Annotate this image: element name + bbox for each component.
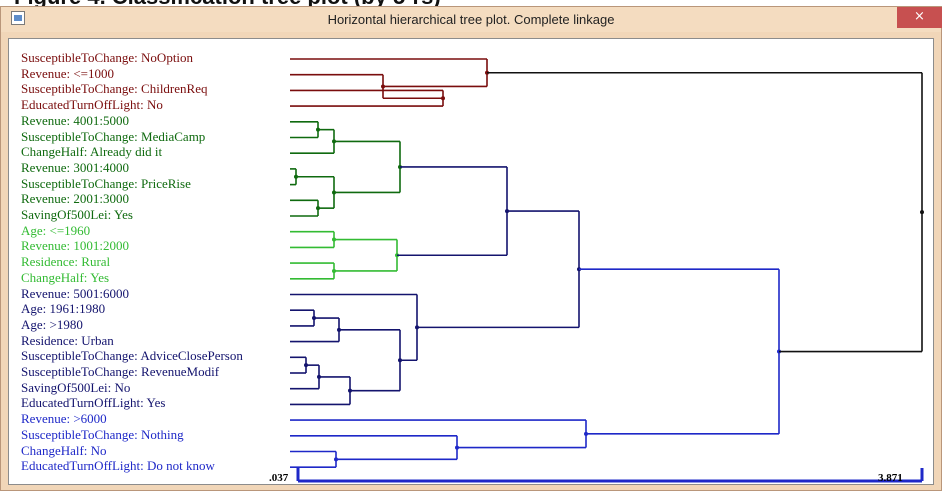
leaf-label: Residence: Urban: [21, 332, 114, 348]
leaf-label: SusceptibleToChange: AdviceClosePerson: [21, 348, 243, 364]
leaf-label: ChangeHalf: Already did it: [21, 144, 163, 160]
leaf-label: Revenue: 4001:5000: [21, 112, 129, 128]
leaf-label: ChangeHalf: Yes: [21, 269, 110, 285]
leaf-label: Revenue: 2001:3000: [21, 191, 129, 207]
leaf-label: SusceptibleToChange: ChildrenReq: [21, 81, 208, 97]
scale-max-label: 3.871: [878, 472, 903, 484]
leaf-label: SusceptibleToChange: Nothing: [21, 426, 184, 442]
window-title: Horizontal hierarchical tree plot. Compl…: [327, 12, 615, 27]
java-icon[interactable]: [11, 11, 25, 25]
leaf-label: Revenue: 5001:6000: [21, 285, 129, 301]
leaf-label: ChangeHalf: No: [21, 442, 107, 458]
merge-node: [920, 210, 924, 215]
leaf-label: SusceptibleToChange: MediaCamp: [21, 128, 206, 144]
leaf-label: SavingOf500Lei: No: [21, 379, 131, 395]
dendrogram-svg: [290, 58, 924, 483]
leaf-label: SusceptibleToChange: PriceRise: [21, 175, 191, 191]
leaf-label: Revenue: <=1000: [21, 65, 115, 81]
leaf-label: EducatedTurnOffLight: Do not know: [21, 458, 215, 474]
leaf-label: Age: <=1960: [21, 222, 91, 238]
leaf-label: Revenue: 3001:4000: [21, 159, 129, 175]
leaf-label: EducatedTurnOffLight: No: [21, 97, 163, 113]
window-titlebar[interactable]: Horizontal hierarchical tree plot. Compl…: [1, 7, 942, 32]
leaf-label: Age: 1961:1980: [21, 301, 106, 317]
scale-min-label: .037: [269, 472, 289, 484]
leaf-label: SusceptibleToChange: RevenueModif: [21, 364, 220, 379]
leaf-label: Residence: Rural: [21, 254, 111, 270]
figure-heading: Figure 4. Classification tree plot (by 5…: [0, 0, 942, 16]
leaf-label: Revenue: >6000: [21, 411, 107, 427]
leaf-label: Age: >1980: [21, 316, 83, 332]
dendrogram-window: Horizontal hierarchical tree plot. Compl…: [0, 6, 942, 491]
close-button[interactable]: ×: [897, 7, 942, 28]
leaf-label: SusceptibleToChange: NoOption: [21, 50, 194, 65]
leaf-label: Revenue: 1001:2000: [21, 238, 129, 254]
leaf-label: EducatedTurnOffLight: Yes: [21, 395, 166, 411]
leaf-label: SavingOf500Lei: Yes: [21, 207, 133, 222]
